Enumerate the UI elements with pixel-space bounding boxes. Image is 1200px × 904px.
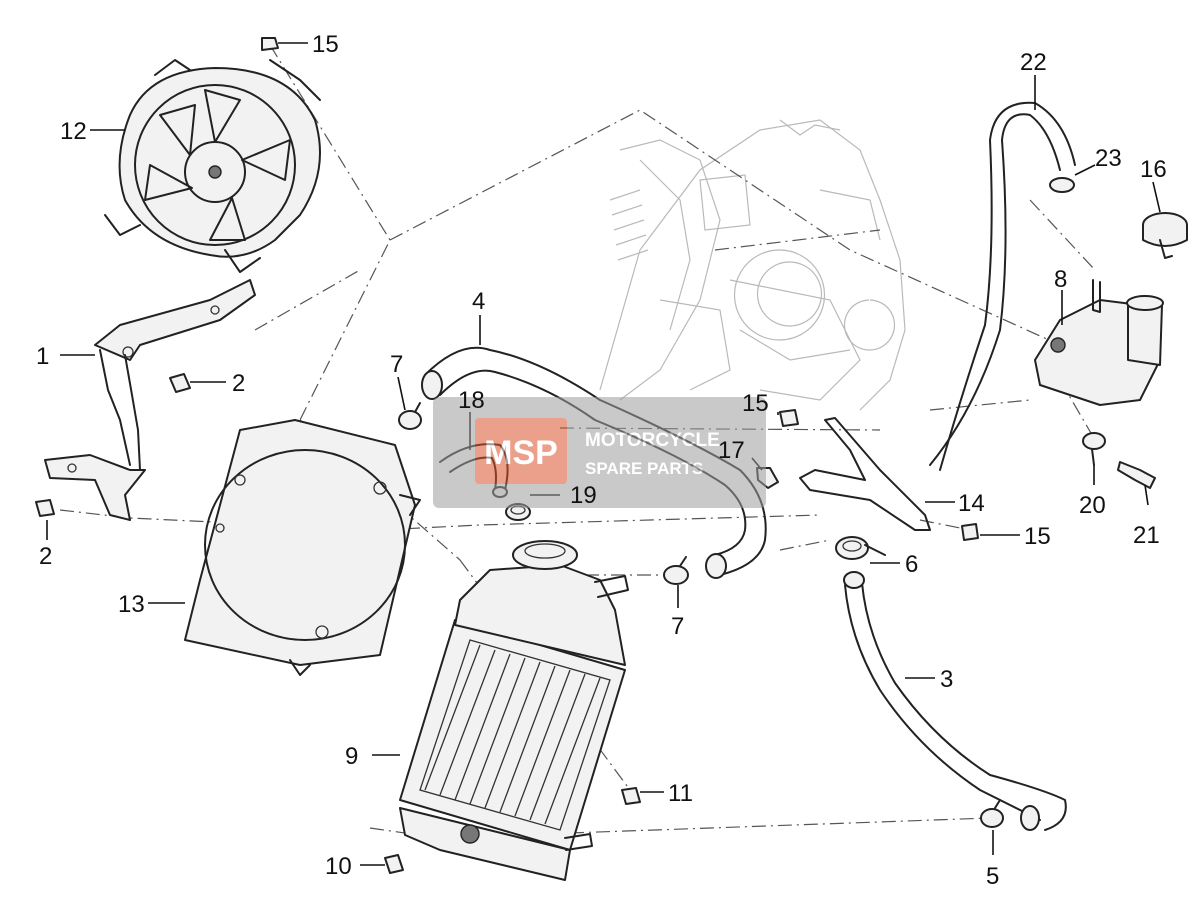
part-1-bracket xyxy=(44,279,256,521)
part-12-fan xyxy=(104,59,321,273)
callout-3: 3 xyxy=(940,666,953,693)
bolt-21 xyxy=(1117,461,1156,489)
callout-15: 15 xyxy=(1024,523,1051,550)
callout-15: 15 xyxy=(742,390,769,417)
callout-8: 8 xyxy=(1054,266,1067,293)
callout-5: 5 xyxy=(986,863,999,890)
part-16-cap xyxy=(1142,212,1188,259)
part-8-tank xyxy=(1034,279,1164,406)
part-6-clamp xyxy=(835,536,886,560)
bolt-2b xyxy=(35,499,55,517)
callout-2: 2 xyxy=(232,370,245,397)
callout-11: 11 xyxy=(668,780,693,807)
watermark-logo: MSP xyxy=(484,434,558,472)
callouts: 15 12 1 2 2 13 4 7 18 19 7 9 11 10 22 23… xyxy=(36,31,1167,890)
part-13-shroud xyxy=(184,419,421,676)
watermark-line2: SPARE PARTS xyxy=(585,459,703,478)
bolt-15b xyxy=(779,409,799,427)
callout-15: 15 xyxy=(312,31,339,58)
bolt-20 xyxy=(1082,432,1106,466)
callout-7: 7 xyxy=(671,613,684,640)
frame-engine-ghost xyxy=(599,119,906,411)
part-23-clamp xyxy=(1049,177,1075,193)
callout-13: 13 xyxy=(118,591,145,618)
callout-23: 23 xyxy=(1095,145,1122,172)
callout-14: 14 xyxy=(958,490,985,517)
bolt-10 xyxy=(384,854,404,874)
part-9-radiator xyxy=(399,540,629,881)
bolt-15c xyxy=(961,523,979,541)
callout-4: 4 xyxy=(472,288,485,315)
watermark: MSP MOTORCYCLE SPARE PARTS xyxy=(433,397,766,508)
callout-10: 10 xyxy=(325,853,352,880)
part-22-hose xyxy=(929,101,1076,471)
callout-17: 17 xyxy=(718,437,745,464)
callout-21: 21 xyxy=(1133,522,1160,549)
callout-19: 19 xyxy=(570,482,597,509)
callout-1: 1 xyxy=(36,343,49,370)
callout-7: 7 xyxy=(390,351,403,378)
callout-22: 22 xyxy=(1020,49,1047,76)
bolts xyxy=(35,37,1156,874)
callout-9: 9 xyxy=(345,743,358,770)
part-3-hose xyxy=(843,571,1067,831)
bolt-11 xyxy=(621,787,641,805)
callout-12: 12 xyxy=(60,118,87,145)
callout-16: 16 xyxy=(1140,156,1167,183)
watermark-logo-box xyxy=(475,418,567,484)
callout-18: 18 xyxy=(458,387,485,414)
part-5-clamp xyxy=(980,799,1004,828)
bolt-2a xyxy=(169,373,191,393)
part-14-bracket xyxy=(799,417,931,531)
callout-20: 20 xyxy=(1079,492,1106,519)
part-7-clamps xyxy=(398,402,689,585)
callout-6: 6 xyxy=(905,551,918,578)
bolt-15a xyxy=(261,37,279,51)
watermark-line1: MOTORCYCLE xyxy=(585,430,720,451)
callout-2: 2 xyxy=(39,543,52,570)
